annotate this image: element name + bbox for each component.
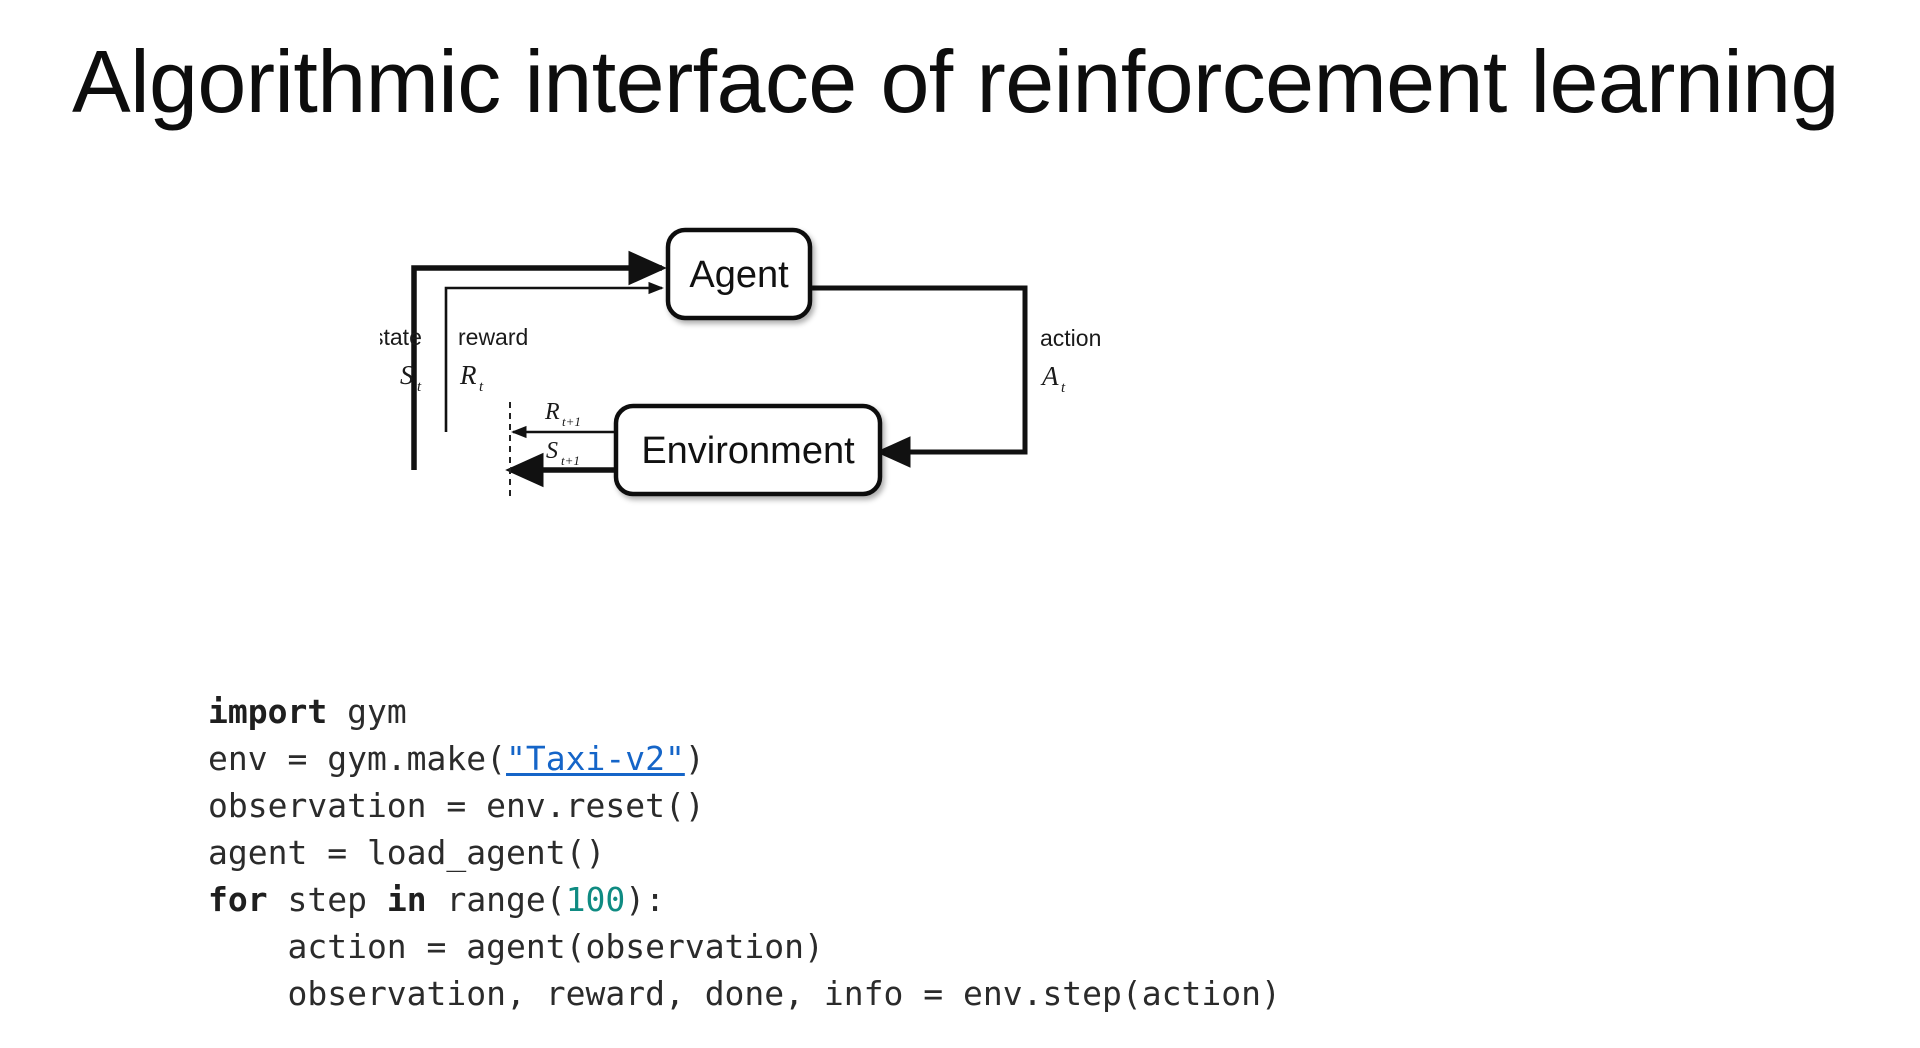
label-reward-word: reward: [458, 324, 528, 350]
page-title: Algorithmic interface of reinforcement l…: [72, 32, 1839, 131]
code-line: observation, reward, done, info = env.st…: [208, 970, 1281, 1017]
code-line: observation = env.reset(): [208, 782, 1281, 829]
code-line: env = gym.make("Taxi-v2"): [208, 735, 1281, 782]
code-link-taxi-v2[interactable]: "Taxi-v2": [506, 739, 685, 778]
code-text: observation, reward, done, info = env.st…: [208, 974, 1281, 1013]
label-reward-next-subscript: t+1: [562, 414, 581, 429]
label-state-symbol: S: [400, 360, 414, 390]
code-text: action = agent(observation): [208, 927, 824, 966]
node-agent-label: Agent: [689, 254, 789, 296]
edge-reward: [444, 281, 664, 432]
code-keyword: in: [386, 880, 427, 919]
label-state-next: S t+1: [546, 438, 580, 468]
label-state-next-subscript: t+1: [561, 453, 580, 468]
label-action: action A t: [1040, 325, 1101, 396]
label-state-subscript: t: [417, 379, 422, 395]
code-keyword: for: [208, 880, 268, 919]
code-text: ): [684, 739, 705, 778]
code-text: env = gym.make(: [208, 739, 507, 778]
label-reward-next-symbol: R: [544, 399, 560, 425]
code-text: step: [267, 880, 387, 919]
code-text: range(: [426, 880, 566, 919]
label-reward-symbol: R: [459, 360, 477, 390]
label-state-next-symbol: S: [546, 438, 558, 464]
node-agent[interactable]: Agent: [665, 227, 813, 321]
code-text: agent = load_agent(): [208, 833, 606, 872]
edge-action: [810, 285, 1028, 468]
code-line: import gym: [208, 688, 1281, 735]
label-state-word: state: [380, 324, 422, 350]
code-text: ):: [625, 880, 666, 919]
label-reward-next: R t+1: [544, 399, 581, 429]
code-text: observation = env.reset(): [208, 786, 705, 825]
node-environment[interactable]: Environment: [613, 403, 883, 497]
code-keyword: import: [208, 692, 328, 731]
label-state: state S t: [380, 324, 422, 395]
node-environment-label: Environment: [641, 430, 855, 472]
agent-environment-diagram: Agent Environment state S t reward R t a…: [380, 200, 1180, 530]
code-line: agent = load_agent(): [208, 829, 1281, 876]
label-reward-subscript: t: [479, 379, 484, 395]
label-action-word: action: [1040, 325, 1101, 351]
label-reward: reward R t: [458, 324, 528, 395]
label-action-symbol: A: [1040, 361, 1059, 391]
edge-state: [411, 250, 667, 470]
code-text: gym: [327, 692, 407, 731]
code-number: 100: [565, 880, 626, 919]
code-line: action = agent(observation): [208, 923, 1281, 970]
code-line: for step in range(100):: [208, 876, 1281, 923]
label-action-subscript: t: [1061, 380, 1066, 396]
